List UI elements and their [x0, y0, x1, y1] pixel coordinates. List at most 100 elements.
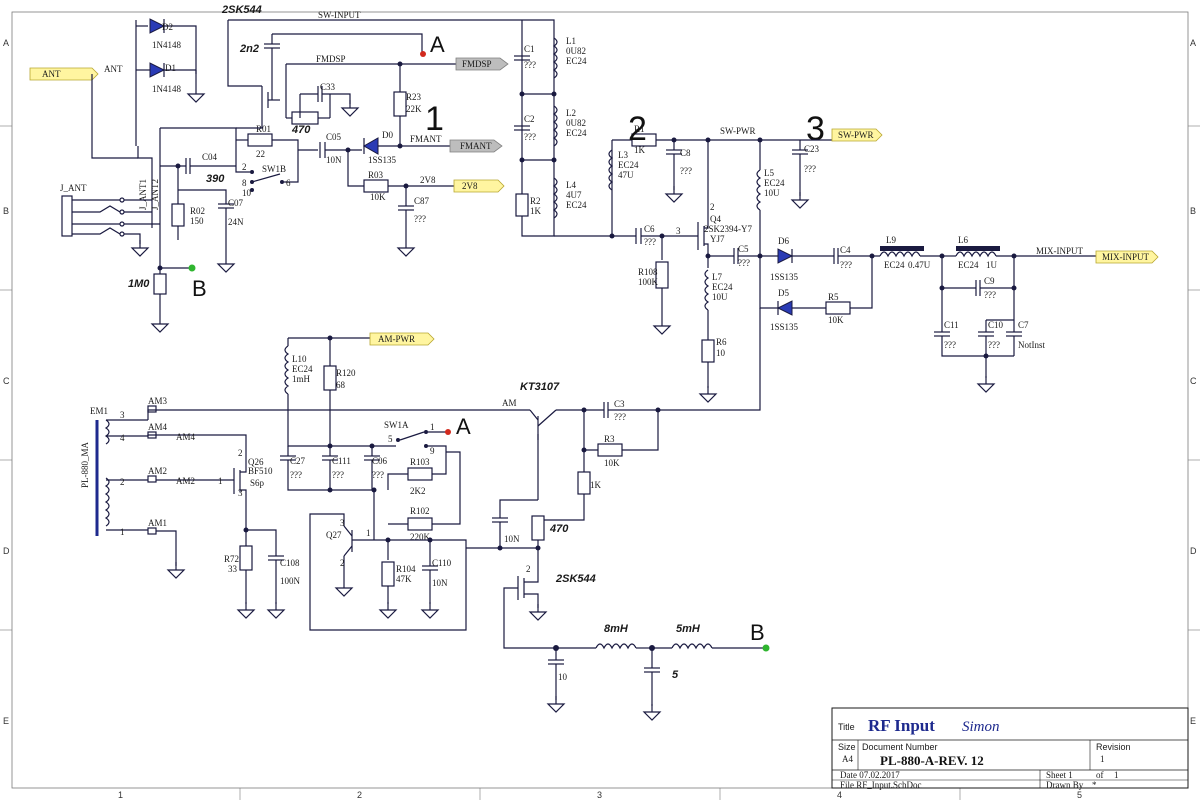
r470-bottom-body [531, 515, 545, 541]
q4-label: Q4 [710, 214, 721, 224]
l5-type: EC24 [764, 178, 785, 188]
fmdsp-port[interactable]: FMDSP [455, 57, 509, 71]
kt3107-transistor[interactable] [529, 409, 557, 500]
docnum-label: Document Number [862, 742, 938, 752]
q-bot-pin2: 2 [526, 564, 531, 574]
marker-3: 3 [806, 110, 825, 148]
q4-marking: YJ7 [710, 234, 725, 244]
l9-type: EC24 [884, 260, 905, 270]
q-bot-fet[interactable] [503, 548, 596, 649]
l-5mh-label: 5mH [676, 623, 701, 635]
r108-value: 100K [638, 277, 659, 287]
c23-value: ??? [804, 164, 816, 174]
r6-label: R6 [716, 337, 727, 347]
r02-label: R02 [190, 206, 205, 216]
d2-diode-icon [149, 18, 166, 34]
c23-label: C23 [804, 144, 820, 154]
size-label: Size [838, 742, 856, 752]
title-label: Title [838, 722, 855, 732]
c05-label: C05 [326, 132, 342, 142]
l6-value: 1U [986, 260, 998, 270]
mix-input-port[interactable]: MIX-INPUT [1095, 250, 1159, 264]
am-pwr-port[interactable]: AM-PWR [369, 332, 435, 346]
v2v8-port[interactable]: 2V8 [453, 179, 505, 193]
q27-transistor[interactable] [309, 513, 467, 631]
c5-label: C5 [738, 244, 749, 254]
r120-body [323, 365, 337, 391]
r102-value: 220K [410, 532, 431, 542]
l1-value: 0U82 [566, 46, 586, 56]
em1-transformer[interactable] [95, 419, 110, 536]
l9-value: 0.47U [908, 260, 931, 270]
net-ant-label: ANT [104, 64, 123, 74]
r104-label: R104 [396, 564, 416, 574]
r1-label: R1 [634, 124, 645, 134]
d1-diode-icon [149, 62, 166, 78]
d0-diode-icon [362, 137, 379, 155]
q-top-label: 2SK544 [221, 4, 262, 16]
l4-type: EC24 [566, 200, 587, 210]
col-label-2: 2 [357, 790, 362, 800]
mix-input-port-label: MIX-INPUT [1102, 252, 1149, 262]
sw1a-pin1: 1 [430, 422, 435, 432]
of-text: of [1096, 770, 1104, 780]
c3-value: ??? [614, 412, 626, 422]
c1-label: C1 [524, 44, 535, 54]
r03-label: R03 [368, 170, 384, 180]
am1-label: AM1 [148, 518, 167, 528]
col-label-4: 4 [837, 790, 842, 800]
q27-pin3: 3 [340, 518, 345, 528]
c111-value: ??? [332, 470, 344, 480]
c2-value: ??? [524, 132, 536, 142]
net-sw-pwr-label: SW-PWR [720, 126, 756, 136]
l6-label: L6 [958, 235, 968, 245]
net-am2-label: AM2 [176, 476, 195, 486]
marker-b-bottom: B [750, 620, 765, 645]
row-label-c-right: C [1190, 376, 1197, 386]
l10-label: L10 [292, 354, 307, 364]
d6-diode-icon [777, 248, 794, 264]
r470-top-label: 470 [291, 124, 311, 136]
l2-value: 0U82 [566, 118, 586, 128]
q26-pin1: 1 [218, 476, 223, 486]
row-label-a-right: A [1190, 38, 1196, 48]
c2-label: C2 [524, 114, 535, 124]
r3-body [597, 443, 623, 457]
c7-label: C7 [1018, 320, 1029, 330]
d1-label: D1 [165, 63, 176, 73]
c110-value: 10N [432, 578, 448, 588]
sw1b-pin6: 6 [286, 178, 291, 188]
net-fmdsp-label: FMDSP [316, 54, 346, 64]
c10-bottom-label: 10 [558, 672, 568, 682]
q4-fet[interactable] [697, 137, 711, 269]
r120-label: R120 [336, 368, 356, 378]
c8-label: C8 [680, 148, 691, 158]
am2-label: AM2 [148, 466, 167, 476]
j-ant-jack[interactable] [61, 195, 125, 237]
marker-b-top: B [192, 276, 207, 301]
c110-label: C110 [432, 558, 452, 568]
em1-pin4: 4 [120, 433, 125, 443]
r23-label: R23 [406, 92, 422, 102]
c9-value: ??? [984, 290, 996, 300]
sw-pwr-port[interactable]: SW-PWR [831, 128, 883, 142]
l7-label: L7 [712, 272, 722, 282]
c87-value: ??? [414, 214, 426, 224]
ant-port[interactable]: ANT [29, 67, 99, 81]
c10-label: C10 [988, 320, 1004, 330]
author-text: Simon [962, 719, 1000, 735]
node-a-red-dot-bottom [445, 429, 451, 435]
size-value: A4 [842, 754, 853, 764]
l2-label: L2 [566, 108, 576, 118]
c06-value: ??? [372, 470, 384, 480]
r6-value: 10 [716, 348, 726, 358]
c108-label: C108 [280, 558, 300, 568]
fm-antenna-section: ANT ANT D2 1N4148 D1 1N4148 J_ANT1 J_ANT… [29, 4, 520, 333]
c06-label: C06 [372, 456, 388, 466]
r103-value: 2K2 [410, 486, 426, 496]
r104-body [381, 561, 395, 587]
r01-label: R01 [256, 124, 271, 134]
c-2n2-label: 2n2 [239, 43, 259, 55]
q26-fet[interactable] [233, 458, 247, 530]
fmant-port[interactable]: FMANT [449, 139, 503, 153]
